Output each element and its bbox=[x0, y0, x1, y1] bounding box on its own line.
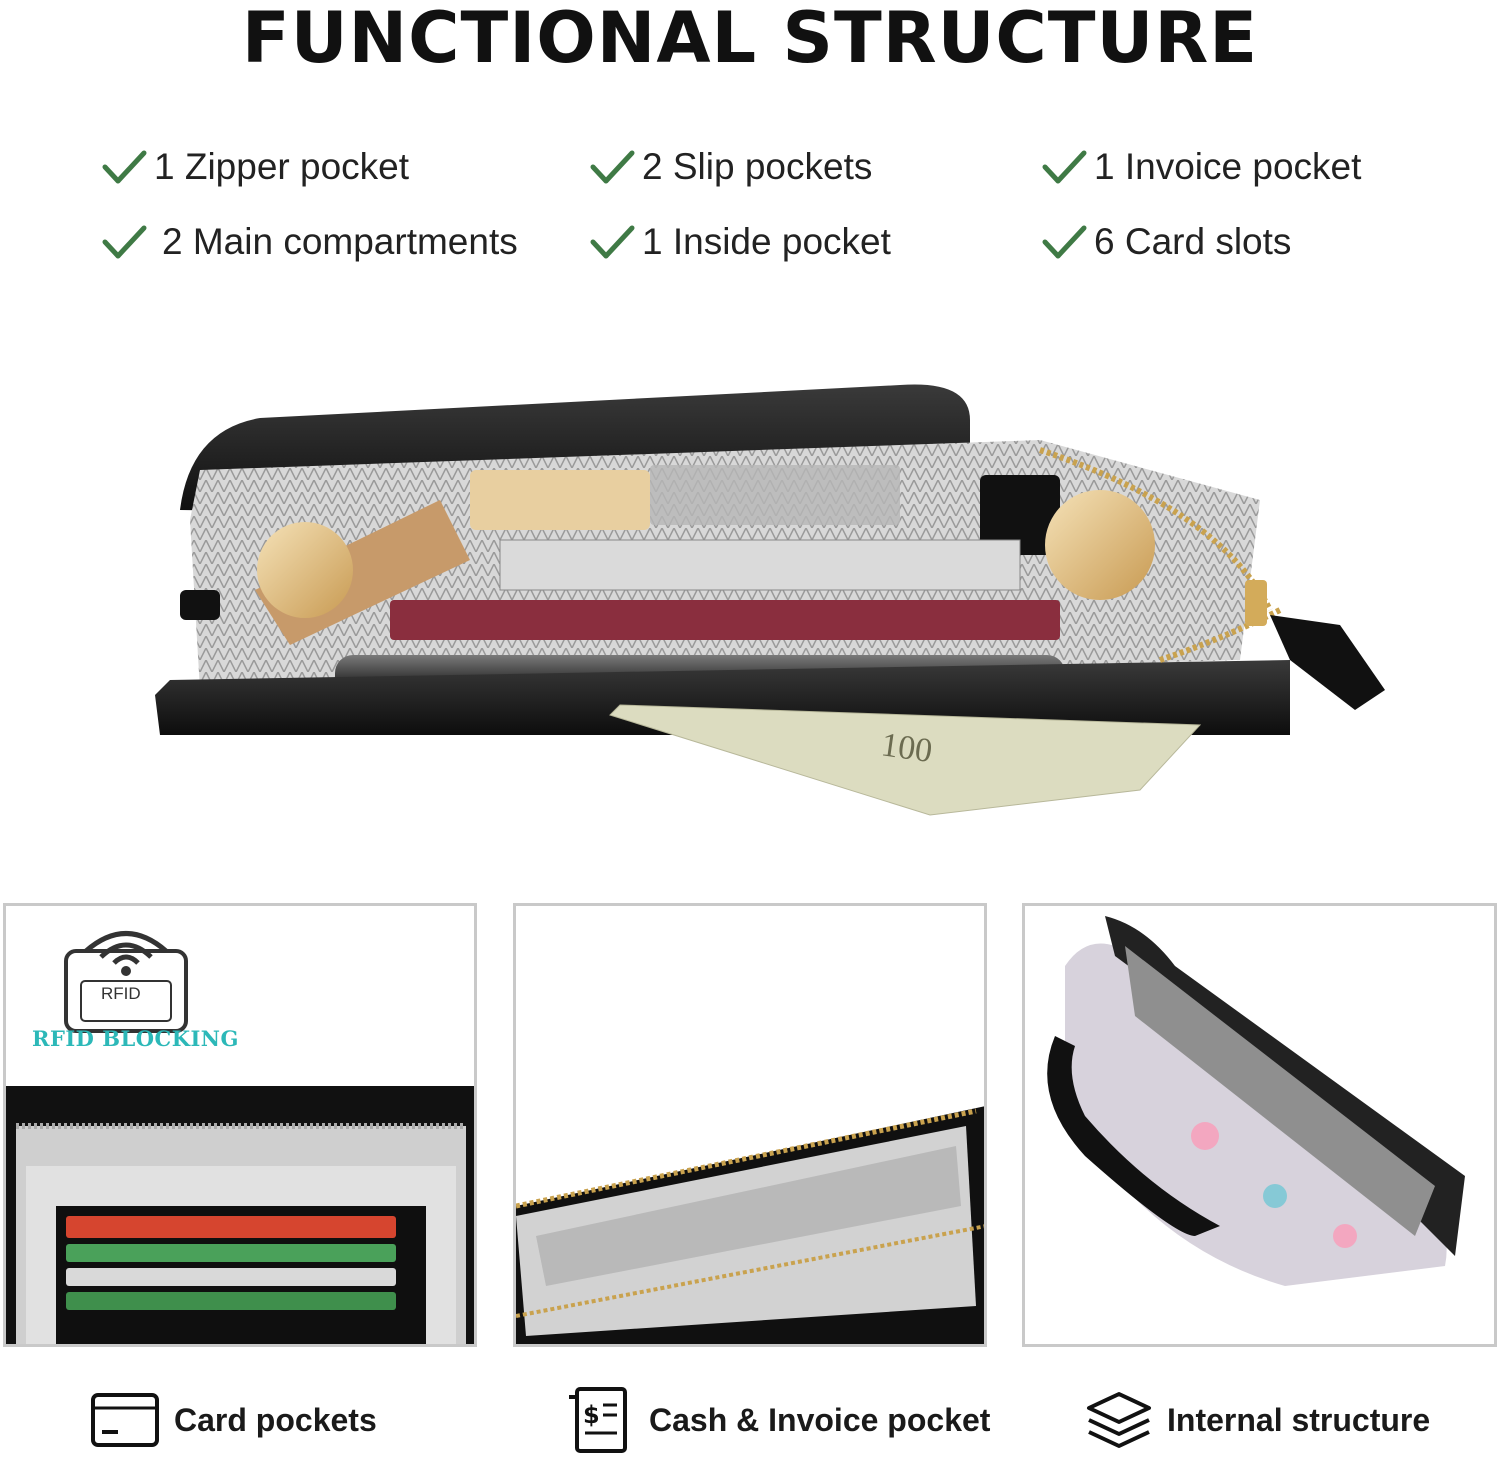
feature-label: 2 Main compartments bbox=[162, 221, 518, 262]
rfid-badge-icon bbox=[64, 931, 188, 1033]
feature-label: 2 Slip pockets bbox=[642, 146, 873, 187]
check-icon bbox=[1042, 225, 1087, 259]
feature-item: 1 Invoice pocket bbox=[1040, 142, 1361, 192]
feature-item: 2 Slip pockets bbox=[588, 142, 872, 192]
feature-item: 1 Zipper pocket bbox=[100, 142, 409, 192]
check-icon bbox=[1042, 150, 1087, 184]
check-icon bbox=[590, 150, 635, 184]
check-icon bbox=[102, 150, 147, 184]
feature-item: 2 Main compartments bbox=[100, 217, 518, 267]
wallet-hero-image: 100 bbox=[155, 384, 1385, 816]
caption-label: Internal structure bbox=[1167, 1401, 1431, 1438]
feature-list: 1 Zipper pocket 2 Slip pockets 1 Invoice… bbox=[0, 130, 1500, 280]
feature-label: 1 Invoice pocket bbox=[1094, 146, 1362, 187]
card-slots-image bbox=[6, 1086, 474, 1344]
caption-internal-structure: Internal structure bbox=[1085, 1385, 1430, 1455]
svg-text:100: 100 bbox=[879, 726, 935, 770]
rfid-blocking-title: RFID BLOCKING bbox=[32, 1026, 239, 1051]
feature-item: 6 Card slots bbox=[1040, 217, 1291, 267]
feature-label: 1 Inside pocket bbox=[642, 221, 891, 262]
check-icon bbox=[590, 225, 635, 259]
card-slots-panel: RFID RFID BLOCKING bbox=[3, 903, 477, 1347]
wallet-side-image bbox=[1047, 916, 1465, 1286]
caption-label: Cash & Invoice pocket bbox=[649, 1401, 991, 1438]
rfid-badge-label: RFID bbox=[101, 984, 141, 1003]
caption-card-pockets: Card pockets bbox=[90, 1385, 377, 1455]
invoice-icon: $ bbox=[569, 1387, 627, 1453]
card-icon bbox=[91, 1393, 159, 1447]
caption-label: Card pockets bbox=[174, 1401, 377, 1438]
check-icon bbox=[102, 225, 147, 259]
caption-cash-invoice: $ Cash & Invoice pocket bbox=[565, 1385, 990, 1455]
feature-label: 1 Zipper pocket bbox=[154, 146, 410, 187]
feature-item: 1 Inside pocket bbox=[588, 217, 891, 267]
cash-pocket-image bbox=[516, 1106, 984, 1344]
page-title: FUNCTIONAL STRUCTURE bbox=[241, 0, 1259, 79]
feature-label: 6 Card slots bbox=[1094, 221, 1292, 262]
cash-invoice-panel bbox=[513, 903, 987, 1347]
layers-icon bbox=[1087, 1392, 1151, 1448]
internal-structure-panel bbox=[1022, 903, 1497, 1347]
svg-text:$: $ bbox=[583, 1401, 600, 1429]
